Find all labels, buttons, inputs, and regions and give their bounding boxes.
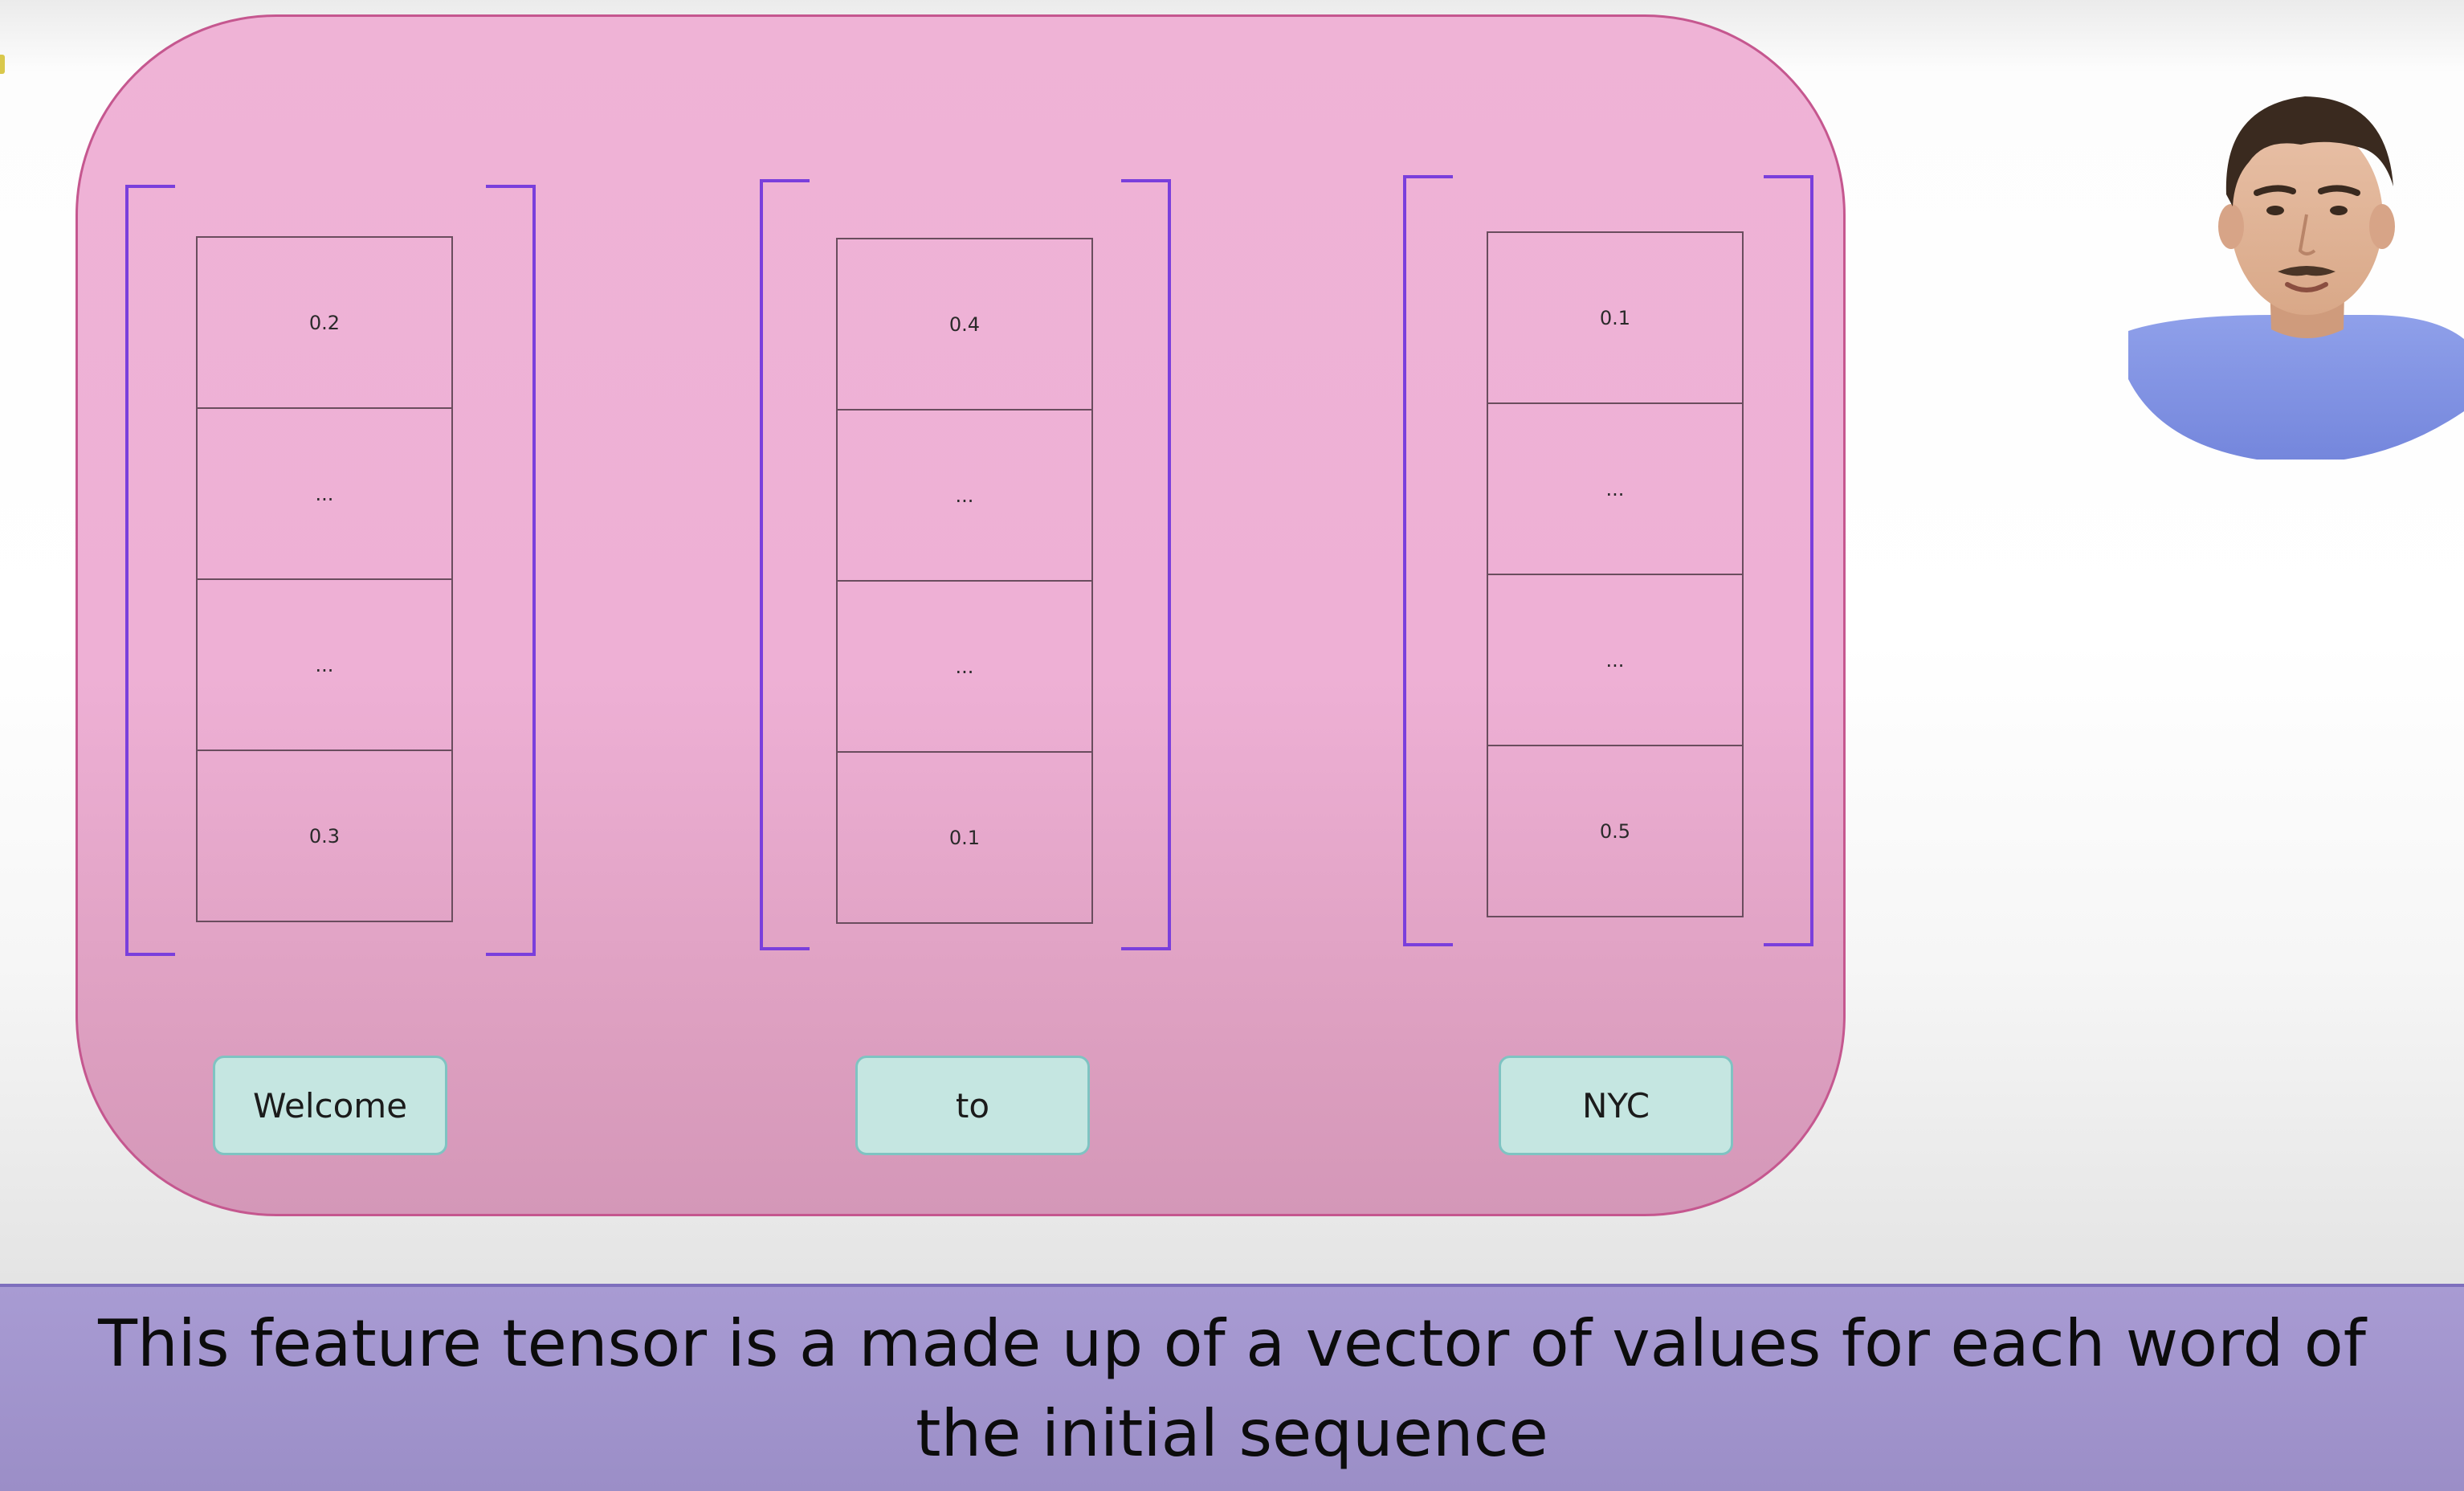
caption-text: This feature tensor is a made up of a ve… bbox=[98, 1306, 2366, 1471]
feature-tensor-panel bbox=[75, 14, 1846, 1216]
presenter-avatar-icon bbox=[2128, 74, 2464, 460]
vector-2-cell-3: ... bbox=[838, 582, 1091, 753]
vector-3-cell-3: ... bbox=[1488, 575, 1742, 746]
caption-bar: This feature tensor is a made up of a ve… bbox=[0, 1284, 2464, 1491]
vector-3-cell-2: ... bbox=[1488, 404, 1742, 575]
vector-3: 0.1 ... ... 0.5 bbox=[1487, 231, 1744, 917]
vector-2-cell-2: ... bbox=[838, 411, 1091, 582]
vector-1-left-bracket bbox=[125, 185, 175, 956]
vector-3-left-bracket bbox=[1403, 175, 1453, 946]
vector-1-cell-2: ... bbox=[198, 409, 451, 580]
word-token-to: to bbox=[855, 1056, 1090, 1155]
vector-3-right-bracket bbox=[1764, 175, 1813, 946]
vector-3-cell-4: 0.5 bbox=[1599, 819, 1631, 843]
vector-2: 0.4 ... ... 0.1 bbox=[836, 238, 1093, 924]
vector-2-cell-4: 0.1 bbox=[948, 826, 981, 849]
vector-1-cell-3: ... bbox=[198, 580, 451, 751]
vector-2-right-bracket bbox=[1121, 179, 1171, 950]
vector-1-cell-1: 0.2 bbox=[198, 238, 451, 409]
vector-1: 0.2 ... ... 0.3 bbox=[196, 236, 453, 922]
vector-3-cell-1: 0.1 bbox=[1488, 233, 1742, 404]
word-token-welcome: Welcome bbox=[213, 1056, 447, 1155]
edge-marker bbox=[0, 55, 5, 74]
vector-1-right-bracket bbox=[486, 185, 536, 956]
vector-2-left-bracket bbox=[760, 179, 810, 950]
word-token-nyc: NYC bbox=[1499, 1056, 1733, 1155]
vector-1-cell-4: 0.3 bbox=[308, 824, 341, 848]
vector-2-cell-1: 0.4 bbox=[838, 239, 1091, 411]
